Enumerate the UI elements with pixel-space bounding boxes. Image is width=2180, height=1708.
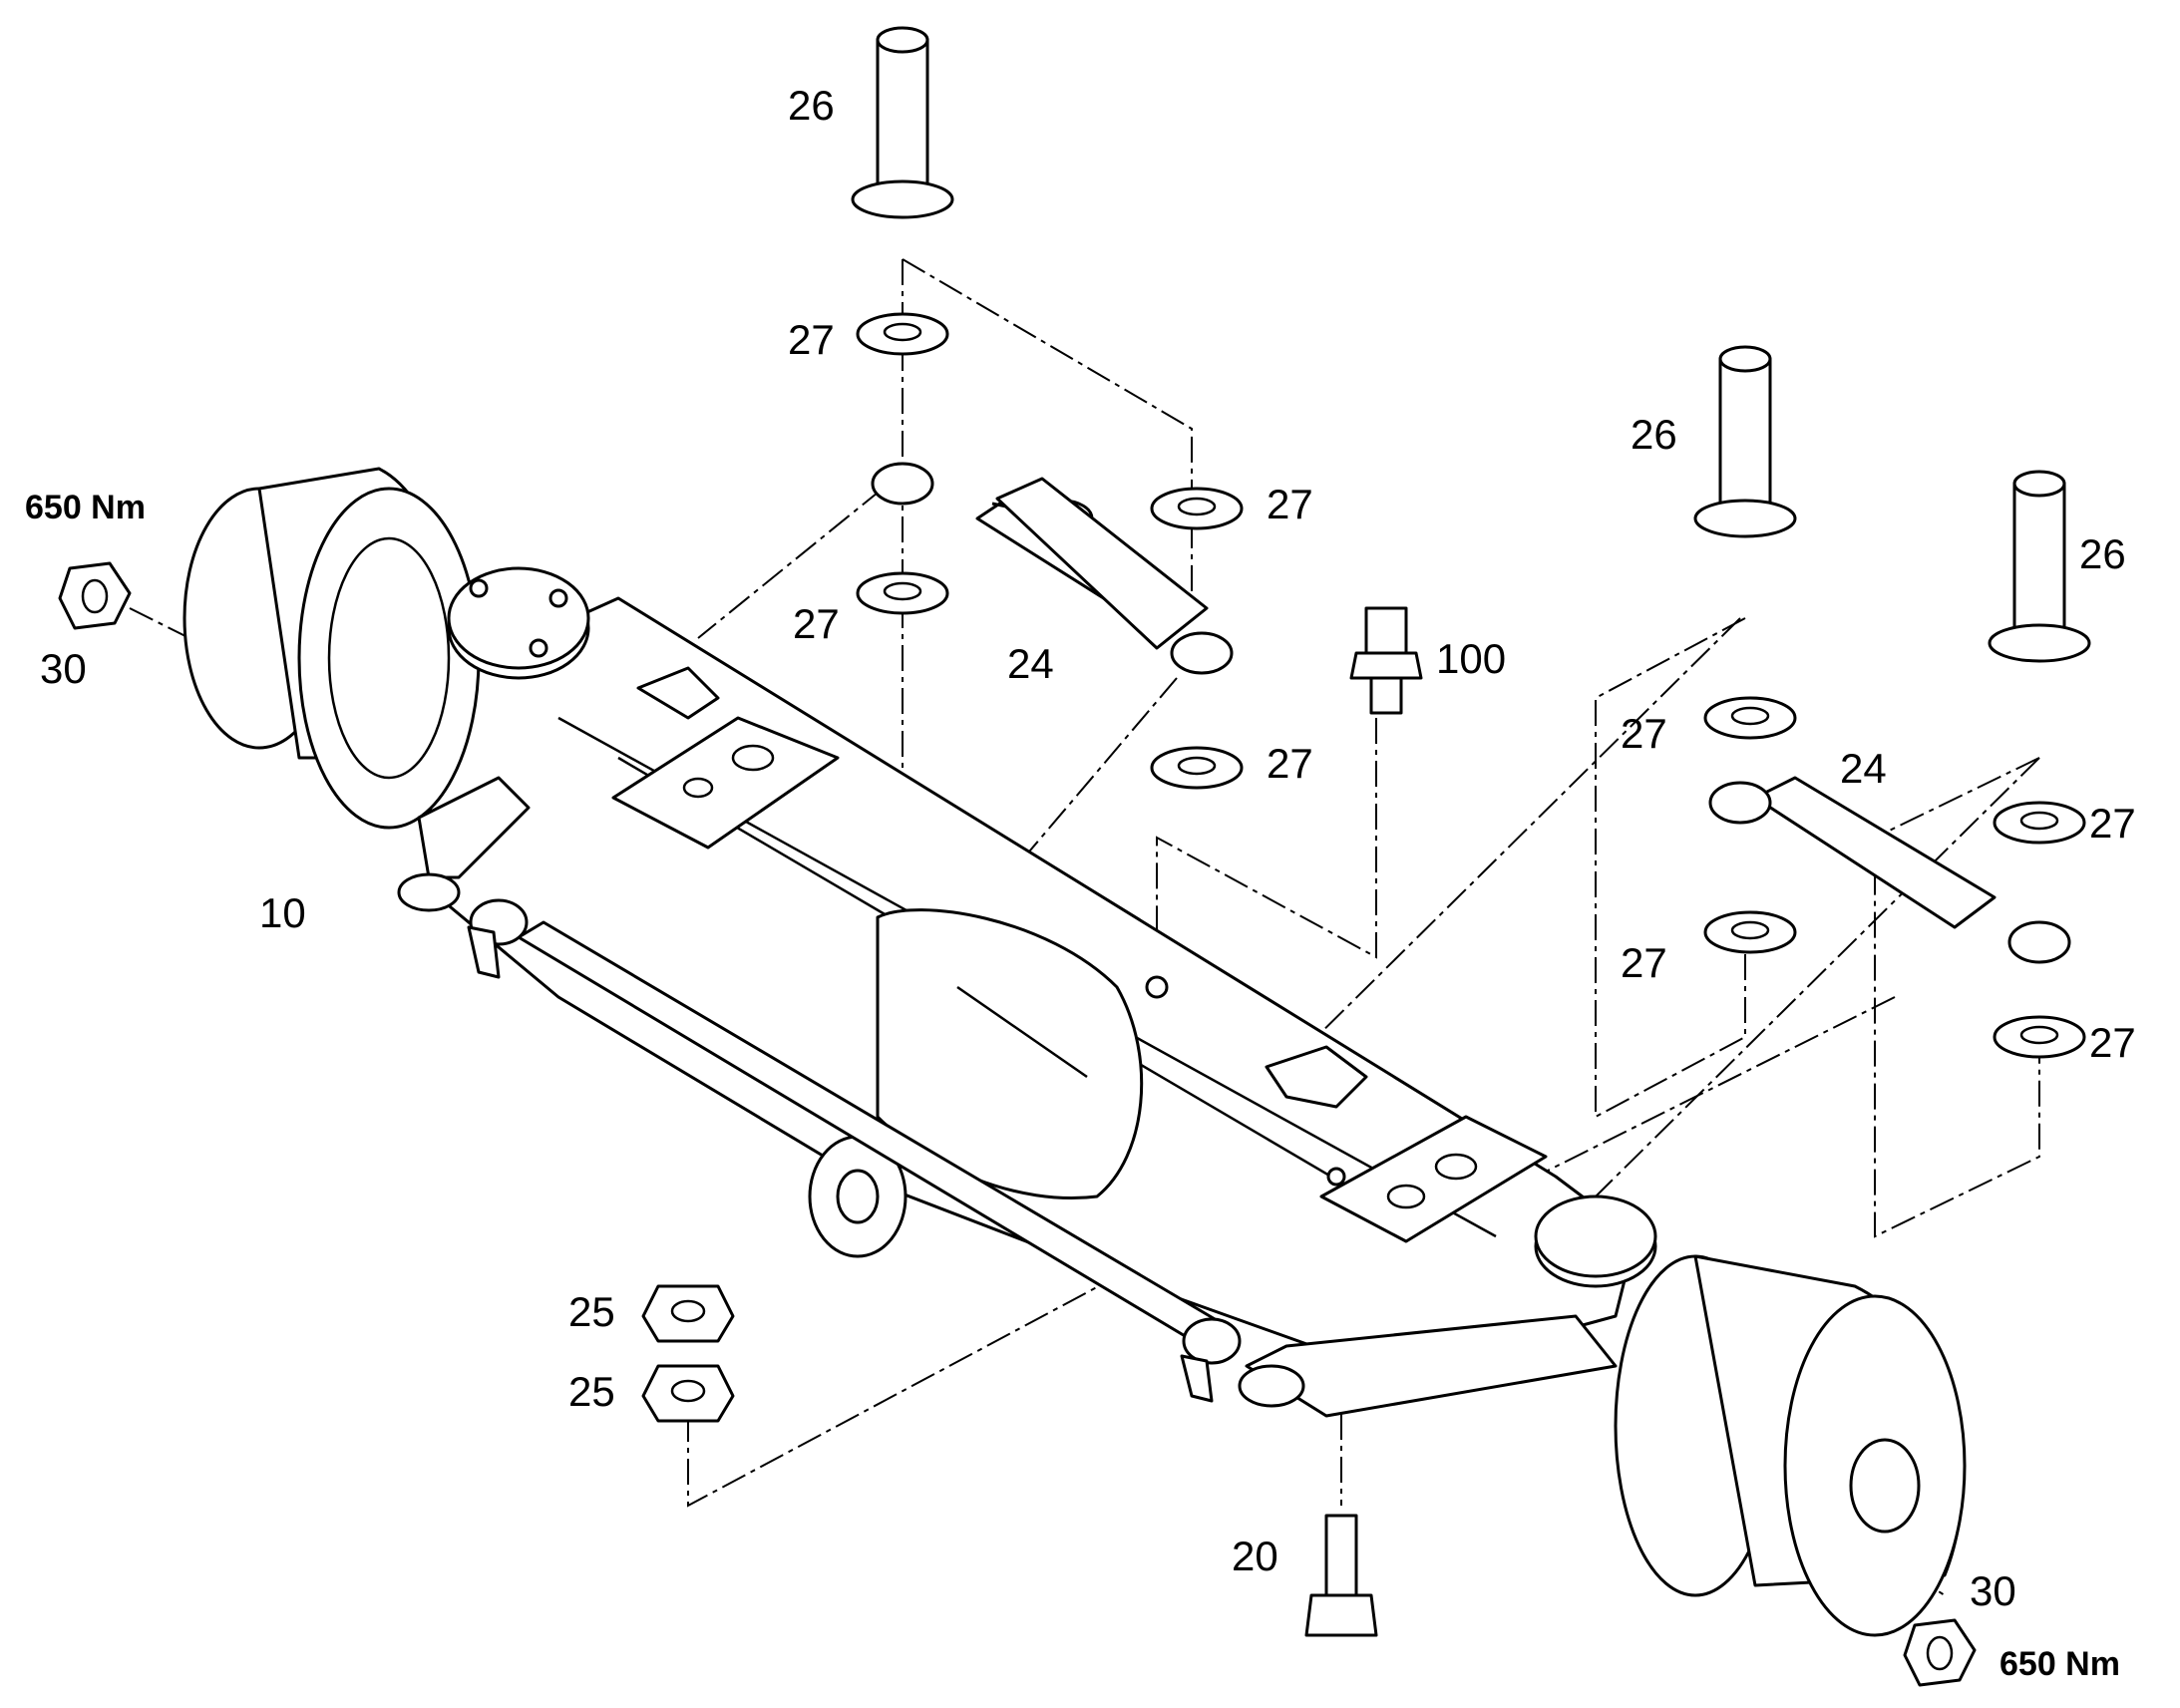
washers-27 bbox=[856, 312, 2086, 1059]
tie-rod bbox=[467, 898, 1618, 1418]
pin-26-top bbox=[851, 26, 954, 219]
label-26-top: 26 bbox=[788, 82, 835, 129]
label-25-b: 25 bbox=[568, 1368, 615, 1415]
left-wheel-hub bbox=[182, 467, 590, 912]
right-wheel-hub bbox=[1534, 1195, 1967, 1637]
label-27-e: 27 bbox=[1621, 710, 1667, 757]
label-27-a: 27 bbox=[788, 316, 835, 363]
label-20: 20 bbox=[1232, 1533, 1278, 1579]
label-24-left: 24 bbox=[1007, 640, 1054, 687]
nuts-25 bbox=[641, 1284, 735, 1423]
torque-left: 650 Nm bbox=[25, 489, 146, 526]
axle-housing bbox=[417, 596, 1637, 1378]
wheel-nut-30-left bbox=[58, 561, 132, 630]
label-30-left: 30 bbox=[40, 645, 87, 692]
bolt-20 bbox=[1304, 1514, 1378, 1637]
callout-labels: 26 27 27 27 27 24 100 10 30 26 26 27 27 … bbox=[25, 82, 2136, 1683]
label-27-h: 27 bbox=[2089, 1019, 2136, 1066]
breather-100 bbox=[1349, 606, 1423, 715]
label-26-right-a: 26 bbox=[1631, 411, 1677, 458]
pin-26-right-a bbox=[1693, 345, 1797, 538]
label-27-g: 27 bbox=[1621, 939, 1667, 986]
pin-26-right-b bbox=[1988, 470, 2091, 663]
label-27-b: 27 bbox=[793, 600, 840, 647]
label-27-c: 27 bbox=[1267, 481, 1313, 527]
label-25-a: 25 bbox=[568, 1288, 615, 1335]
torque-right: 650 Nm bbox=[1999, 1645, 2120, 1683]
label-30-right: 30 bbox=[1970, 1567, 2016, 1614]
label-100: 100 bbox=[1436, 635, 1506, 682]
label-26-right-b: 26 bbox=[2079, 530, 2126, 577]
wheel-nut-30-right bbox=[1903, 1618, 1977, 1687]
steering-cylinder-left bbox=[871, 462, 1234, 675]
label-10: 10 bbox=[259, 889, 306, 936]
label-27-f: 27 bbox=[2089, 800, 2136, 847]
steering-cylinder-right bbox=[1708, 776, 2071, 964]
label-27-d: 27 bbox=[1267, 740, 1313, 787]
label-24-right: 24 bbox=[1840, 745, 1887, 792]
